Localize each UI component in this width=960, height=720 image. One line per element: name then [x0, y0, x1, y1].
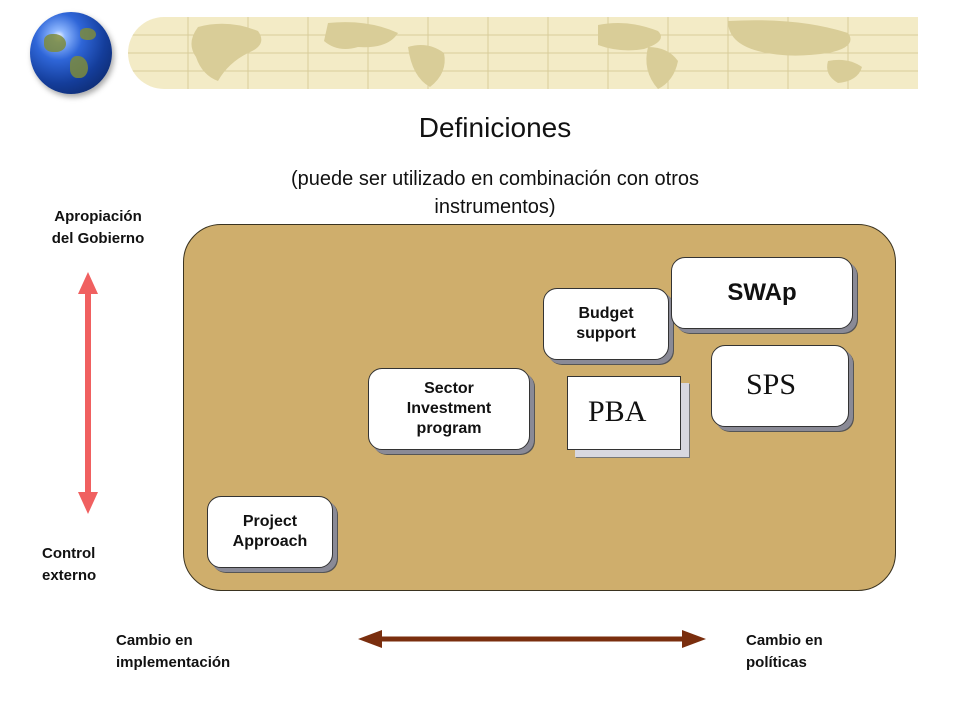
- sector-line-2: Investment: [406, 400, 492, 417]
- sector-line-1: Sector: [424, 380, 474, 397]
- horizontal-double-arrow: [358, 630, 706, 648]
- budget-support-box: Budget support: [543, 288, 669, 360]
- sector-investment-program-box: Sector Investment program: [368, 368, 530, 450]
- axis-label-bottom-line-2: externo: [42, 567, 97, 584]
- sector-line-3: program: [416, 420, 482, 437]
- budget-support-line-2: support: [576, 325, 636, 342]
- axis-label-top-line-2: del Gobierno: [51, 230, 145, 247]
- axis-label-bottom-line-1: Control: [42, 545, 96, 562]
- pba-box: PBA: [567, 376, 681, 450]
- axis-label-right-line-1: Cambio en: [746, 632, 823, 649]
- axis-label-left-line-1: Cambio en: [116, 632, 193, 649]
- vertical-double-arrow: [78, 272, 98, 514]
- swap-label: SWAp: [727, 279, 797, 306]
- axis-label-left: Cambio en implementación: [116, 630, 230, 674]
- project-approach-line-1: Project: [242, 513, 298, 530]
- sps-label: SPS: [746, 368, 797, 401]
- subtitle-line-1: (puede ser utilizado en combinación con …: [290, 168, 700, 190]
- pba-label: PBA: [588, 395, 647, 428]
- axis-label-right-line-2: políticas: [746, 654, 807, 671]
- axis-label-top: Apropiación del Gobierno: [36, 206, 160, 250]
- page-subtitle: (puede ser utilizado en combinación con …: [230, 165, 760, 221]
- sps-box: SPS: [711, 345, 849, 427]
- swap-box: SWAp: [671, 257, 853, 329]
- project-approach-box: Project Approach: [207, 496, 333, 568]
- world-map-graphic: [128, 17, 918, 89]
- subtitle-line-2: instrumentos): [434, 196, 556, 218]
- header-banner: [128, 17, 918, 89]
- axis-label-left-line-2: implementación: [116, 654, 231, 671]
- axis-label-top-line-1: Apropiación: [54, 208, 142, 225]
- axis-label-bottom: Control externo: [42, 543, 96, 587]
- page-title: Definiciones: [418, 112, 572, 143]
- axis-label-right: Cambio en políticas: [746, 630, 823, 674]
- project-approach-line-2: Approach: [232, 533, 308, 550]
- budget-support-line-1: Budget: [578, 305, 634, 322]
- globe-logo: [30, 12, 112, 94]
